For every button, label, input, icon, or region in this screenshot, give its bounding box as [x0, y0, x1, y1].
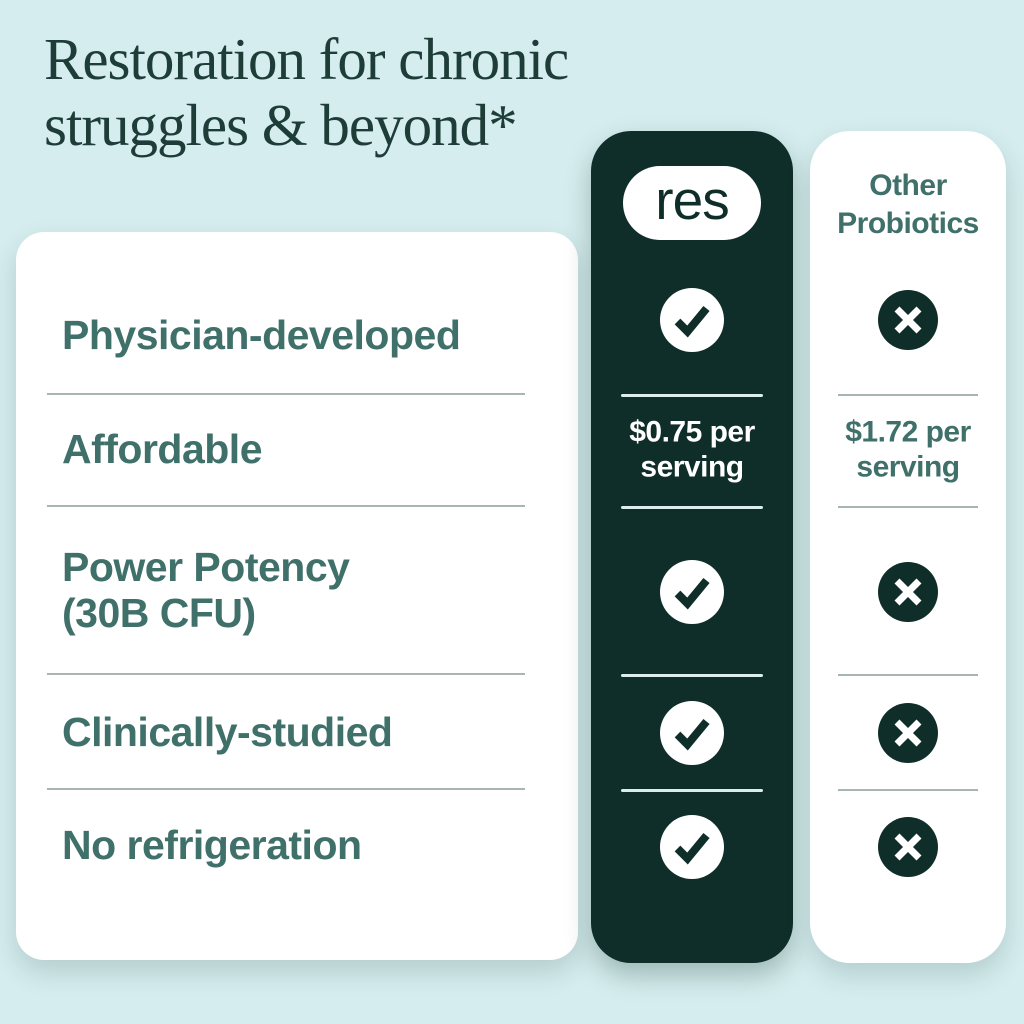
feature-label-affordable: Affordable [62, 426, 263, 473]
divider [838, 789, 978, 791]
feature-label-no-refrigeration: No refrigeration [62, 822, 362, 869]
res-cell-clinically-studied [591, 701, 793, 765]
feature-label-physician-developed: Physician-developed [62, 312, 461, 359]
res-column: res $0.75 per serving [591, 131, 793, 963]
check-icon [660, 560, 724, 624]
other-probiotics-header: Other Probiotics [837, 169, 979, 241]
other-cell-price: $1.72 per serving [810, 416, 1006, 485]
page-title: Restoration for chronic struggles & beyo… [44, 26, 569, 159]
other-probiotics-column: Other Probiotics $1.72 per serving [810, 131, 1006, 963]
feature-label-clinically-studied: Clinically-studied [62, 709, 393, 756]
divider [838, 394, 978, 396]
divider [621, 506, 763, 509]
check-icon [660, 288, 724, 352]
x-icon [878, 817, 938, 877]
divider [47, 673, 525, 675]
other-price-text: $1.72 per serving [845, 415, 971, 484]
divider [47, 393, 525, 395]
other-cell-power-potency [810, 562, 1006, 622]
check-icon [660, 815, 724, 879]
divider [621, 674, 763, 677]
features-card: Physician-developed Affordable Power Pot… [16, 232, 578, 960]
x-icon [878, 290, 938, 350]
x-icon [878, 703, 938, 763]
res-price-text: $0.75 per serving [629, 415, 755, 484]
x-icon [878, 562, 938, 622]
divider [621, 789, 763, 792]
feature-label-power-potency: Power Potency (30B CFU) [62, 544, 350, 636]
other-cell-physician-developed [810, 290, 1006, 350]
res-cell-price: $0.75 per serving [591, 416, 793, 485]
res-cell-power-potency [591, 560, 793, 624]
other-cell-no-refrigeration [810, 817, 1006, 877]
divider [47, 505, 525, 507]
divider [838, 506, 978, 508]
res-cell-no-refrigeration [591, 815, 793, 879]
divider [47, 788, 525, 790]
divider [621, 394, 763, 397]
divider [838, 674, 978, 676]
res-cell-physician-developed [591, 288, 793, 352]
res-brand-pill: res [623, 166, 761, 240]
other-cell-clinically-studied [810, 703, 1006, 763]
res-brand-logo: res [655, 168, 729, 231]
check-icon [660, 701, 724, 765]
